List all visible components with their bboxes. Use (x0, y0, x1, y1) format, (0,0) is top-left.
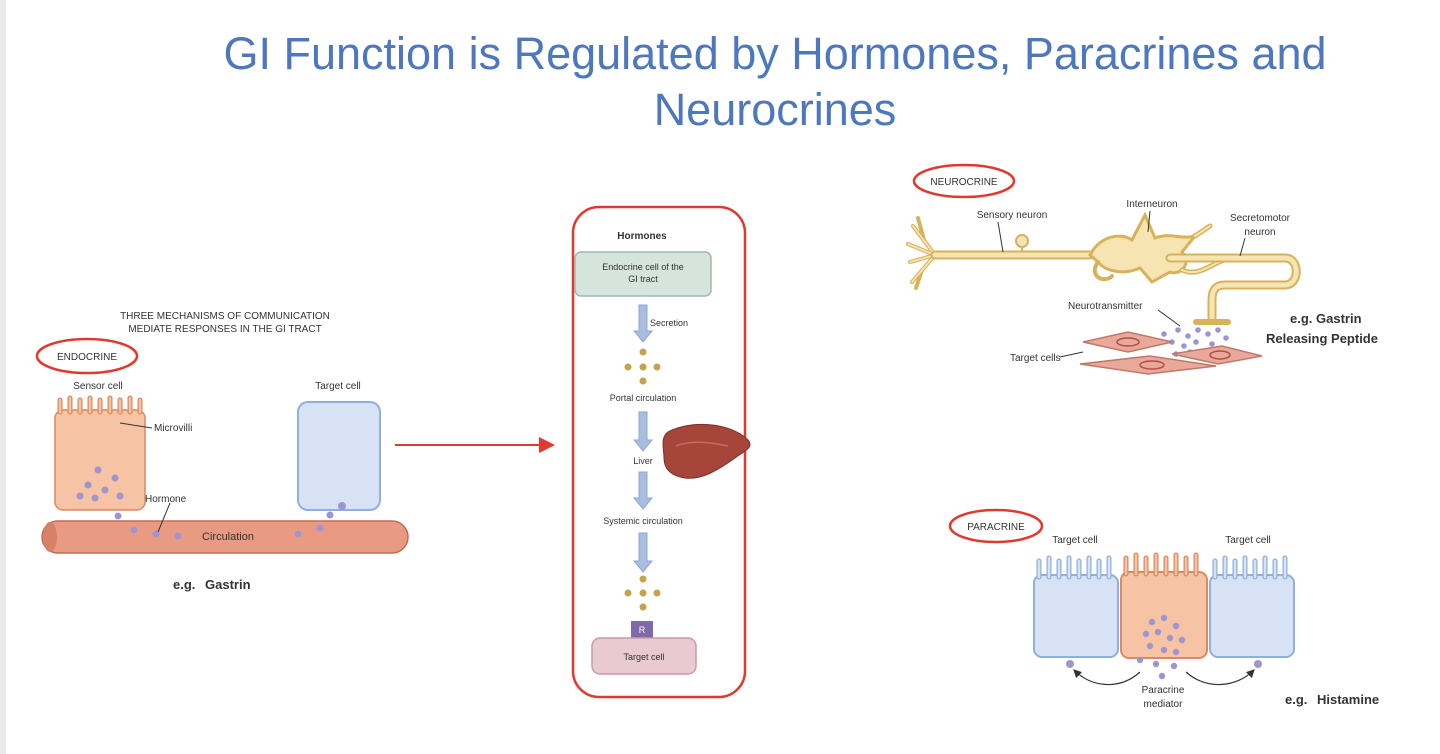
endocrine-panel: THREE MECHANISMS OF COMMUNICATION MEDIAT… (35, 311, 555, 592)
flow-target-cell-box (591, 637, 697, 675)
paracrine-right-target-cell (1209, 555, 1295, 668)
neurocrine-tag: NEUROCRINE (930, 177, 998, 188)
portal-circulation-label: Portal circulation (610, 393, 677, 403)
paracrine-tag: PARACRINE (967, 522, 1025, 533)
microvilli-label: Microvilli (154, 423, 192, 434)
neurotransmitter-label: Neurotransmitter (1068, 301, 1143, 312)
microvilli-pointer (119, 422, 153, 429)
sensor-cell-label: Sensor cell (73, 381, 122, 392)
receptor-label: R (639, 625, 646, 635)
secretomotor-label-line-2: neuron (1244, 227, 1275, 238)
paracrine-center-cell (1120, 552, 1208, 680)
paracrine-highlight-circle (948, 508, 1044, 544)
paracrine-panel: PARACRINE Target cell Target cell (948, 508, 1379, 710)
paracrine-example-prefix: e.g. (1285, 692, 1307, 707)
secretomotor-neuron (1165, 253, 1301, 323)
hormone-pointer (157, 502, 171, 533)
hormones-flow-title: Hormones (617, 231, 667, 242)
paracrine-target-left-label: Target cell (1052, 535, 1098, 546)
portal-arrow (632, 411, 654, 452)
portal-granules (624, 348, 661, 385)
mechanisms-heading-line-1: THREE MECHANISMS OF COMMUNICATION (120, 311, 330, 322)
mechanisms-heading-line-2: MEDIATE RESPONSES IN THE GI TRACT (128, 324, 321, 335)
paracrine-right-arrow (1185, 669, 1255, 686)
paracrine-target-right-label: Target cell (1225, 535, 1271, 546)
hormone-label: Hormone (145, 494, 187, 505)
paracrine-example-name: Histamine (1317, 692, 1379, 707)
systemic-granules (624, 575, 661, 611)
systemic-arrow (632, 532, 654, 573)
liver-label: Liver (633, 456, 653, 466)
circulation-vessel (41, 511, 409, 554)
endocrine-example-prefix: e.g. (173, 577, 195, 592)
interneuron-label: Interneuron (1126, 199, 1177, 210)
paracrine-left-arrow (1073, 669, 1141, 686)
secretion-arrow (632, 304, 654, 343)
hormones-flow-frame (571, 205, 747, 699)
title-line-1: GI Function is Regulated by Hormones, Pa… (223, 28, 1327, 79)
hormones-flow-panel: Hormones Endocrine cell of the GI tract … (571, 205, 751, 699)
paracrine-left-target-cell (1033, 555, 1119, 668)
receptor-box (631, 621, 653, 638)
flow-target-cell-label: Target cell (623, 652, 664, 662)
slide-title: GI Function is Regulated by Hormones, Pa… (130, 26, 1420, 138)
endocrine-target-cell (297, 401, 381, 511)
interneuron (1088, 211, 1233, 284)
title-line-2: Neurocrines (653, 84, 897, 135)
secretomotor-label-line-1: Secretomotor (1230, 213, 1291, 224)
systemic-circulation-label: Systemic circulation (603, 516, 683, 526)
neurocrine-panel: NEUROCRINE Sensory neuron Interneuron Se… (906, 163, 1378, 375)
paracrine-mediator-granules (1136, 614, 1186, 680)
secretion-label: Secretion (650, 318, 688, 328)
sensory-ganglion (1015, 234, 1029, 248)
endocrine-cell-label-line-1: Endocrine cell of the (602, 262, 684, 272)
neurocrine-example-line-2: Releasing Peptide (1266, 331, 1378, 346)
liver-arrow (632, 471, 654, 510)
circulation-label: Circulation (202, 531, 254, 543)
sensor-cell (54, 395, 146, 511)
endocrine-cell-label-line-2: GI tract (628, 274, 658, 284)
neurocrine-highlight-circle (912, 163, 1016, 199)
neurocrine-example-line-1: e.g. Gastrin (1290, 311, 1362, 326)
endocrine-example-name: Gastrin (205, 577, 251, 592)
endocrine-tag: ENDOCRINE (57, 352, 117, 363)
target-cells-label: Target cells (1010, 353, 1061, 364)
sensory-neuron-label: Sensory neuron (977, 210, 1048, 221)
liver-icon (662, 423, 751, 479)
flow-arrows (632, 304, 654, 573)
slide-left-edge (0, 0, 6, 754)
endocrine-cell-box (574, 251, 712, 297)
endocrine-target-cell-label: Target cell (315, 381, 361, 392)
neurocrine-target-cells (1079, 331, 1263, 375)
paracrine-mediator-label-line-2: mediator (1144, 699, 1184, 710)
paracrine-mediator-label-line-1: Paracrine (1142, 685, 1185, 696)
endocrine-highlight-circle (35, 337, 139, 375)
